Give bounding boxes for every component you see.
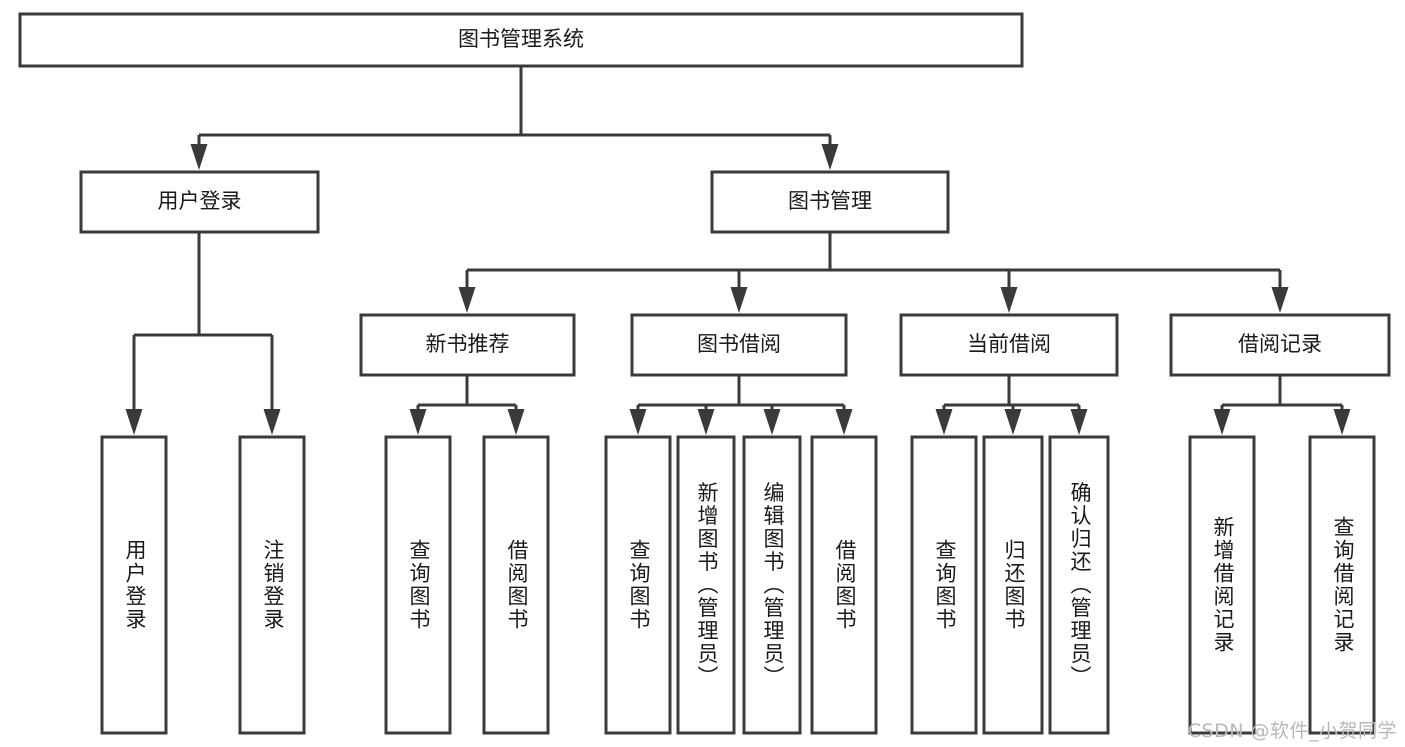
node-label-borrow: 图书借阅	[697, 332, 781, 356]
conn-login-to-leaf2-head	[263, 409, 281, 435]
conn-br-to-leaf1-head	[629, 409, 647, 435]
node-label-leaf-query-record: 查询借阅记录	[1331, 516, 1355, 654]
node-label-leaf-query-book-1: 查询图书	[407, 539, 431, 631]
node-label-leaf-query-book-2: 查询图书	[627, 539, 651, 631]
node-box-current[interactable]	[899, 313, 1119, 377]
conn-bm-to-borrow-head	[730, 287, 748, 313]
node-label-record: 借阅记录	[1238, 332, 1322, 356]
node-current[interactable]: 当前借阅	[899, 313, 1119, 377]
node-leaf-add-book[interactable]: 新增图书（管理员）	[676, 435, 736, 735]
conn-cu-to-leaf3-head	[1070, 409, 1088, 435]
node-leaf-query-book-3[interactable]: 查询图书	[910, 435, 978, 735]
conn-root-to-login-head	[190, 144, 208, 170]
node-box-leaf-return-book[interactable]	[982, 435, 1044, 735]
node-newbook[interactable]: 新书推荐	[359, 313, 576, 377]
node-leaf-user-logout[interactable]: 注销登录	[238, 435, 306, 735]
conn-bm-to-record-head	[1271, 287, 1289, 313]
node-bookmgmt[interactable]: 图书管理	[710, 170, 950, 234]
node-box-leaf-user-logout[interactable]	[238, 435, 306, 735]
node-box-leaf-query-book-2[interactable]	[604, 435, 672, 735]
node-box-leaf-confirm-return[interactable]	[1048, 435, 1110, 735]
node-label-login: 用户登录	[158, 189, 242, 213]
conn-br-to-leaf3-head	[763, 409, 781, 435]
node-label-leaf-borrow-book-2: 借阅图书	[833, 539, 857, 631]
node-label-leaf-return-book: 归还图书	[1002, 539, 1026, 631]
node-label-root: 图书管理系统	[458, 27, 584, 51]
conn-br-to-leaf2-head	[697, 409, 715, 435]
conn-bm-to-current-head	[1000, 287, 1018, 313]
node-label-leaf-add-book: 新增图书（管理员）	[695, 482, 719, 689]
node-label-leaf-borrow-book-1: 借阅图书	[505, 539, 529, 631]
node-label-leaf-edit-book: 编辑图书（管理员）	[761, 482, 785, 689]
watermark: CSDN @软件_小贺同学	[1187, 720, 1397, 742]
node-leaf-query-book-2[interactable]: 查询图书	[604, 435, 672, 735]
node-borrow[interactable]: 图书借阅	[630, 313, 848, 377]
node-label-leaf-confirm-return: 确认归还（管理员）	[1068, 482, 1092, 689]
node-layer: 图书管理系统用户登录图书管理新书推荐图书借阅当前借阅借阅记录用户登录注销登录查询…	[18, 12, 1391, 735]
node-box-leaf-query-record[interactable]	[1308, 435, 1376, 735]
node-label-leaf-user-login: 用户登录	[123, 539, 147, 631]
node-box-leaf-borrow-book-1[interactable]	[482, 435, 550, 735]
node-box-leaf-edit-book[interactable]	[742, 435, 802, 735]
node-leaf-borrow-book-2[interactable]: 借阅图书	[810, 435, 878, 735]
node-box-leaf-query-book-1[interactable]	[384, 435, 452, 735]
node-label-leaf-user-logout: 注销登录	[261, 539, 285, 631]
node-label-newbook: 新书推荐	[426, 332, 510, 356]
node-label-leaf-query-book-3: 查询图书	[933, 539, 957, 631]
node-leaf-query-record[interactable]: 查询借阅记录	[1308, 435, 1376, 735]
conn-rc-to-leaf2-head	[1333, 409, 1351, 435]
node-leaf-user-login[interactable]: 用户登录	[100, 435, 168, 735]
conn-br-to-leaf4-head	[835, 409, 853, 435]
conn-bm-to-newbook-head	[458, 287, 476, 313]
node-box-borrow[interactable]	[630, 313, 848, 377]
node-box-leaf-add-record[interactable]	[1188, 435, 1256, 735]
connector-layer	[125, 66, 1351, 435]
conn-nb-to-leaf2-head	[507, 409, 525, 435]
node-label-current: 当前借阅	[967, 332, 1051, 356]
node-box-leaf-query-book-3[interactable]	[910, 435, 978, 735]
node-box-login[interactable]	[79, 170, 320, 234]
node-box-leaf-borrow-book-2[interactable]	[810, 435, 878, 735]
node-leaf-query-book-1[interactable]: 查询图书	[384, 435, 452, 735]
node-leaf-return-book[interactable]: 归还图书	[982, 435, 1044, 735]
node-box-bookmgmt[interactable]	[710, 170, 950, 234]
node-box-leaf-add-book[interactable]	[676, 435, 736, 735]
node-record[interactable]: 借阅记录	[1169, 313, 1391, 377]
node-box-leaf-user-login[interactable]	[100, 435, 168, 735]
conn-nb-to-leaf1-head	[409, 409, 427, 435]
node-box-newbook[interactable]	[359, 313, 576, 377]
node-login[interactable]: 用户登录	[79, 170, 320, 234]
node-label-bookmgmt: 图书管理	[788, 189, 872, 213]
conn-cu-to-leaf2-head	[1004, 409, 1022, 435]
node-leaf-edit-book[interactable]: 编辑图书（管理员）	[742, 435, 802, 735]
conn-login-to-leaf1-head	[125, 409, 143, 435]
node-box-record[interactable]	[1169, 313, 1391, 377]
node-leaf-borrow-book-1[interactable]: 借阅图书	[482, 435, 550, 735]
node-label-leaf-add-record: 新增借阅记录	[1211, 516, 1235, 654]
node-leaf-confirm-return[interactable]: 确认归还（管理员）	[1048, 435, 1110, 735]
node-root[interactable]: 图书管理系统	[18, 12, 1024, 68]
node-leaf-add-record[interactable]: 新增借阅记录	[1188, 435, 1256, 735]
conn-rc-to-leaf1-head	[1213, 409, 1231, 435]
conn-root-to-bookmgmt-head	[821, 144, 839, 170]
node-box-root[interactable]	[18, 12, 1024, 68]
conn-cu-to-leaf1-head	[935, 409, 953, 435]
